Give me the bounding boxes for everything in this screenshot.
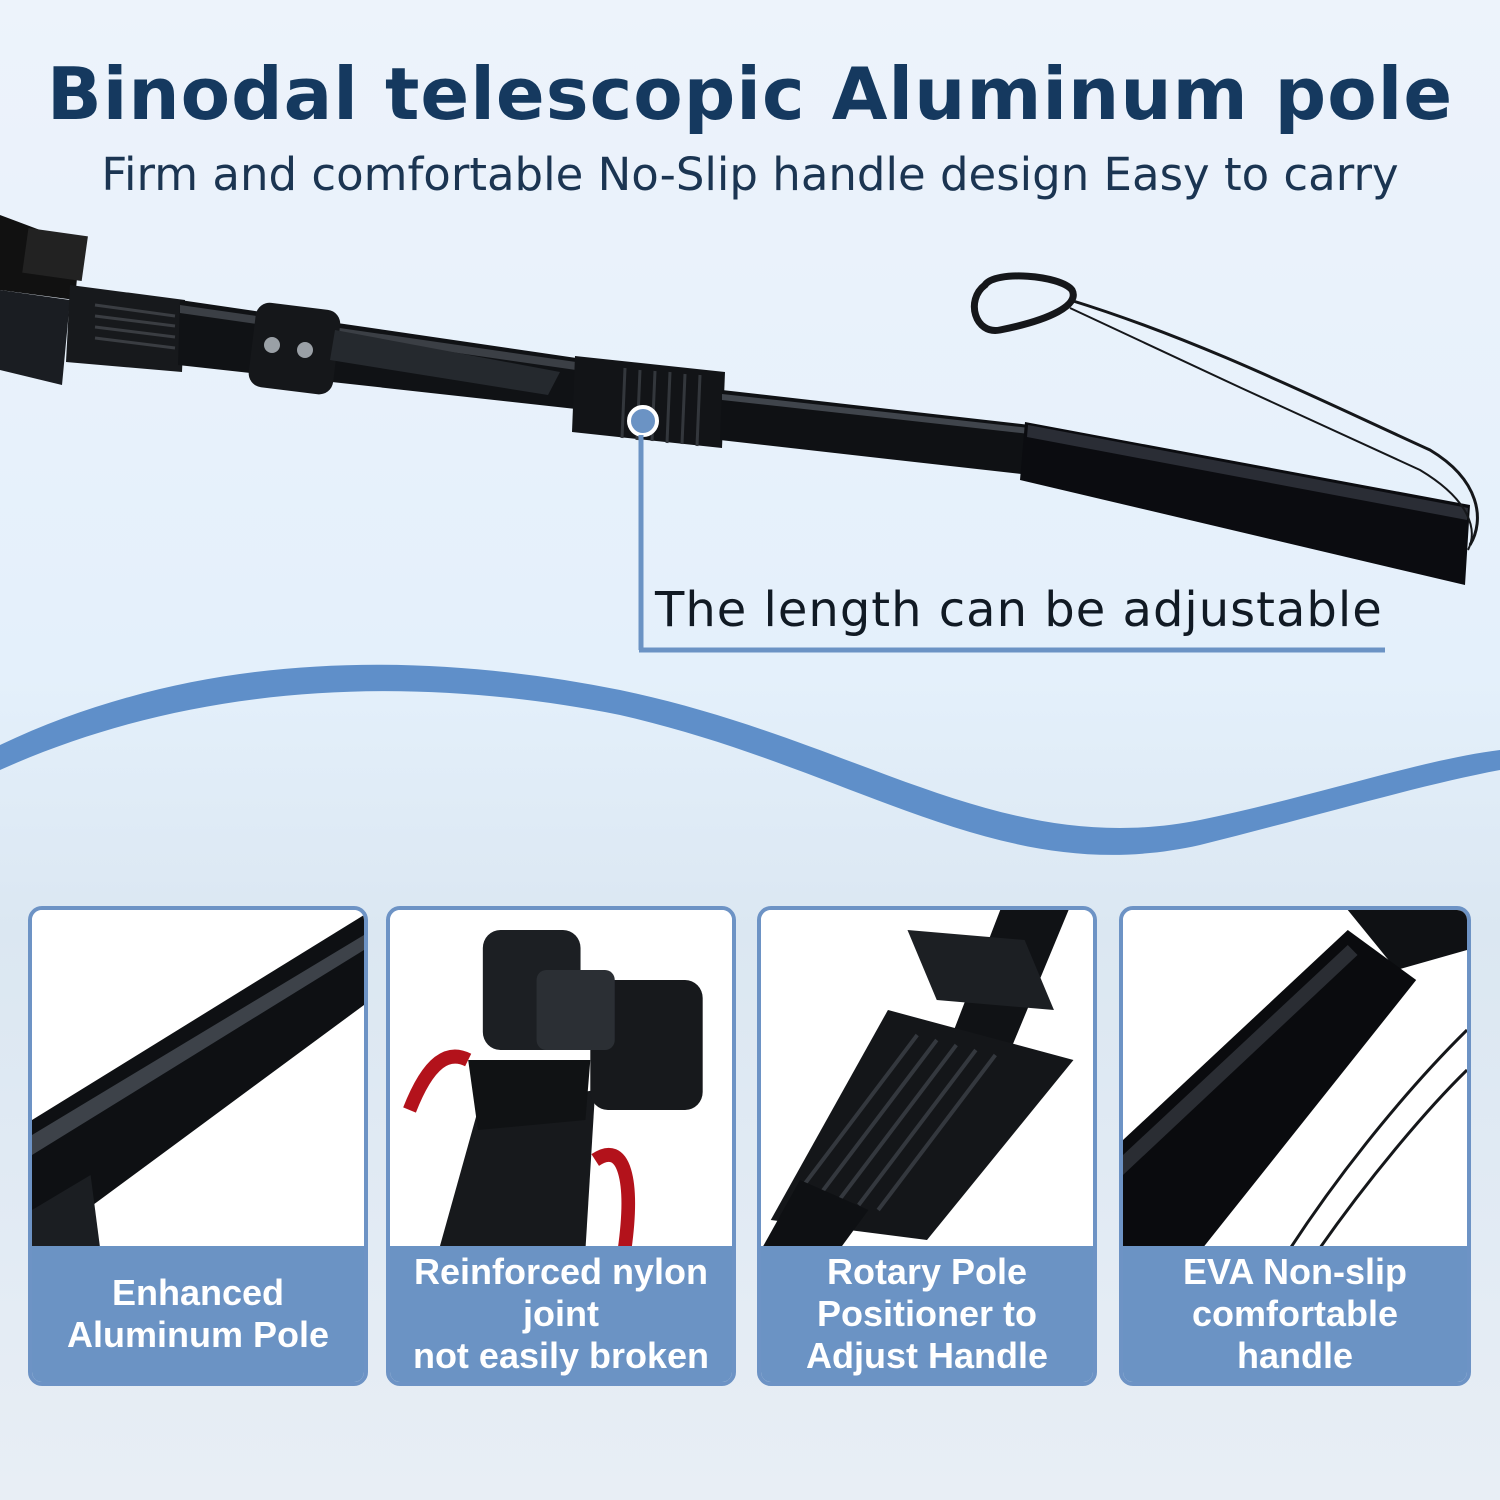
aluminum-pole-photo — [32, 910, 364, 1250]
page-subtitle: Firm and comfortable No-Slip handle desi… — [101, 148, 1399, 201]
nylon-joint-photo — [390, 910, 732, 1250]
eva-handle-photo — [1123, 910, 1467, 1250]
callout-dot — [627, 405, 659, 437]
callout-length-adjustable: The length can be adjustable — [655, 582, 1383, 638]
rotary-positioner-photo — [761, 910, 1093, 1250]
page-title: Binodal telescopic Aluminum pole — [46, 52, 1454, 136]
telescopic-pole-illustration — [0, 215, 1479, 653]
